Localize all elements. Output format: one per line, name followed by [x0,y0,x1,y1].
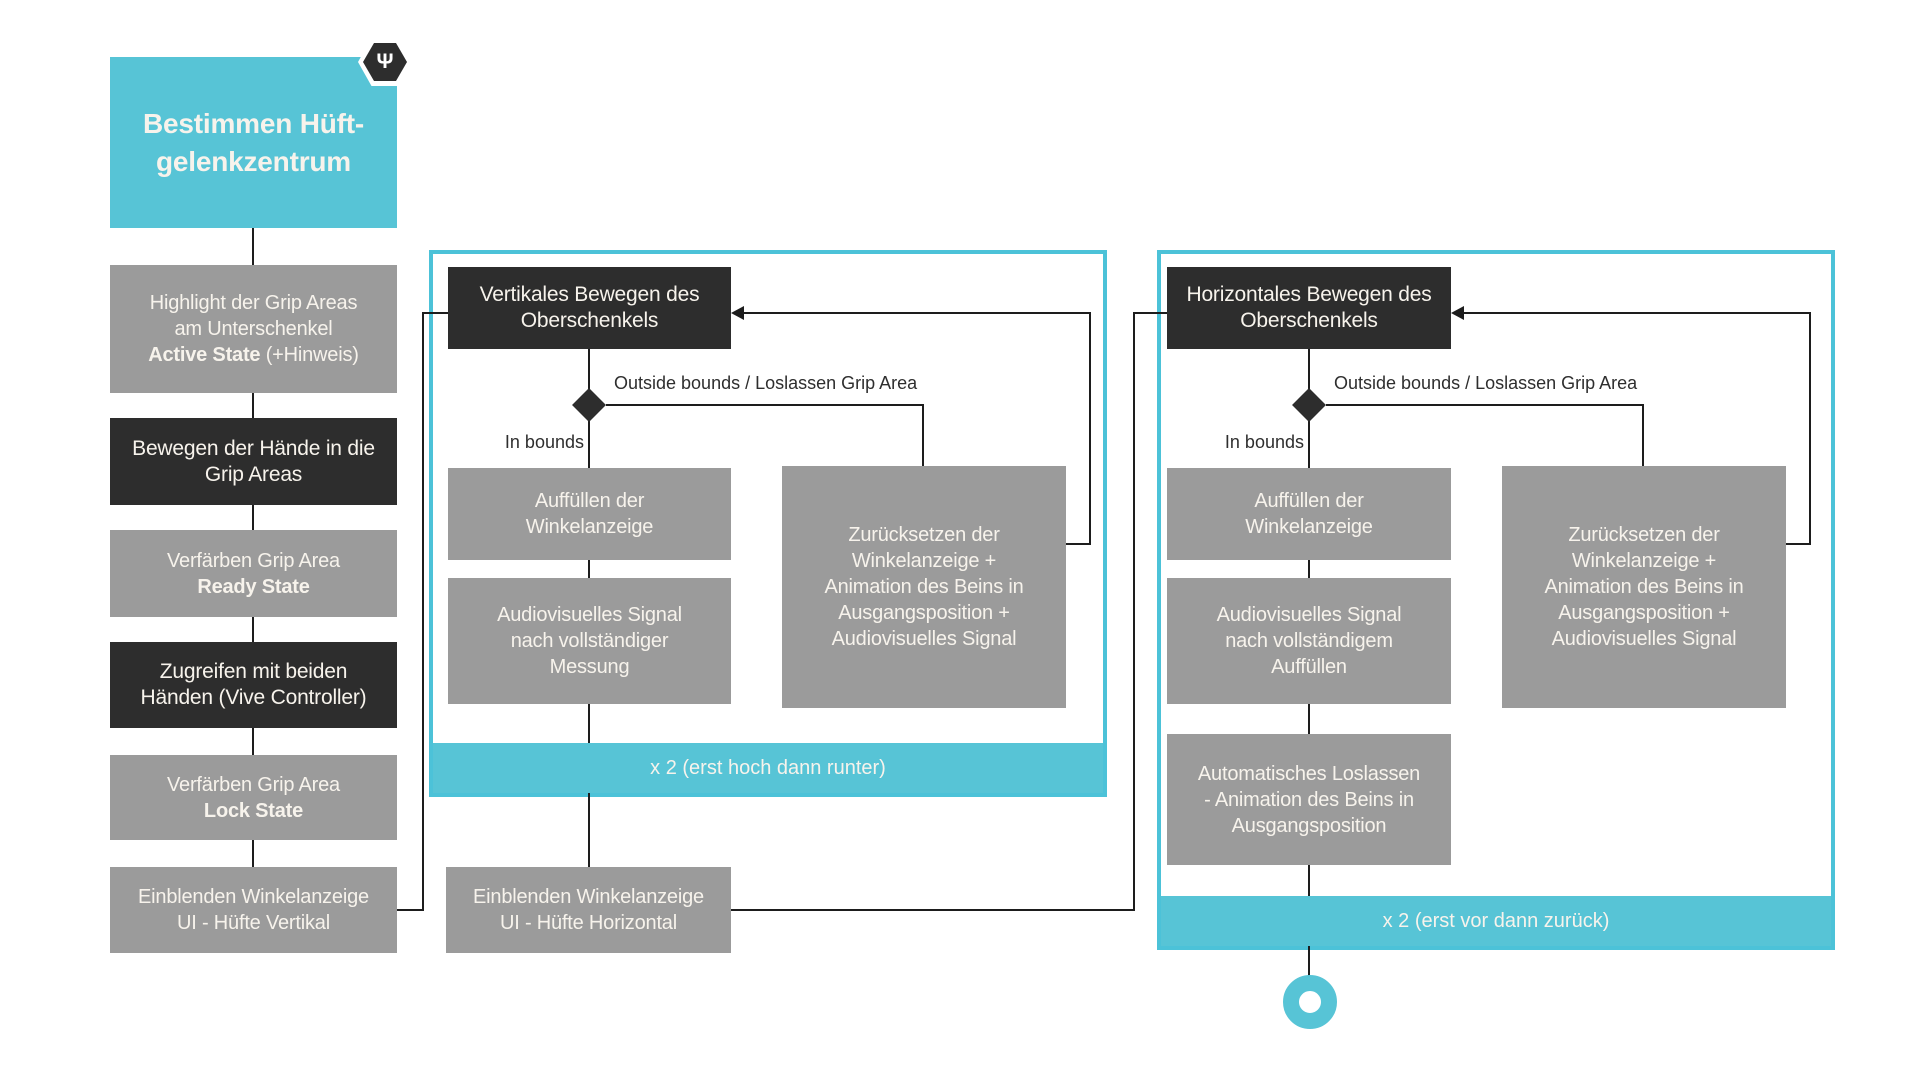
connector [1133,312,1167,314]
arrowhead-left-icon [1451,306,1464,320]
connector [1642,405,1644,466]
step-einblenden-horizontal: Einblenden Winkelanzeige UI - Hüfte Hori… [446,867,731,953]
outside-bounds-label: Outside bounds / Loslassen Grip Area [614,373,918,393]
horizontal-signal-box: Audiovisuelles Signal nach vollständigem… [1167,578,1451,704]
connector [1308,349,1310,389]
connector [397,909,424,911]
connector [422,312,424,911]
horizontal-loop-container [1157,250,1835,950]
step-highlight-grip-areas: Highlight der Grip Areas am Unterschenke… [110,265,397,393]
vertical-loop-repeat-bar: x 2 (erst hoch dann runter) [433,743,1103,793]
vertical-reset-box: Zurücksetzen der Winkelanzeige + Animati… [782,466,1066,708]
vertical-fill-box: Auffüllen der Winkelanzeige [448,468,731,560]
start-title: Bestimmen Hüft- gelenkzentrum [142,107,364,177]
horizontal-release-box: Automatisches Loslassen - Animation des … [1167,734,1451,865]
vertical-loop-container [429,250,1107,797]
horizontal-reset-box: Zurücksetzen der Winkelanzeige + Animati… [1502,466,1786,708]
step-verfaerben-ready: Verfärben Grip Area Ready State [110,530,397,617]
vertical-loop-title-box: Vertikales Bewegen des Oberschenkels [448,267,731,349]
connector [1308,560,1310,578]
connector [606,404,924,406]
connector [1308,946,1310,977]
connector [252,728,254,755]
connector [1786,543,1811,545]
connector [1133,312,1135,911]
connector [731,909,1135,911]
connector [588,349,590,389]
connector [588,421,590,468]
horizontal-fill-box: Auffüllen der Winkelanzeige [1167,468,1451,560]
connector [742,312,1091,314]
connector [1089,312,1091,545]
connector [1809,312,1811,545]
connector [252,228,254,265]
connector [1066,543,1091,545]
psi-glyph: Ψ [376,50,394,73]
connector [1308,865,1310,896]
connector [1308,704,1310,734]
in-bounds-label: In bounds [504,432,584,452]
connector [922,405,924,466]
outside-bounds-label: Outside bounds / Loslassen Grip Area [1334,373,1638,393]
arrowhead-left-icon [731,306,744,320]
connector [252,505,254,530]
vertical-signal-box: Audiovisuelles Signal nach vollständiger… [448,578,731,704]
connector [1308,421,1310,468]
connector [252,840,254,867]
connector [252,393,254,418]
horizontal-loop-repeat-bar: x 2 (erst vor dann zurück) [1161,896,1831,946]
step-verfaerben-lock: Verfärben Grip Area Lock State [110,755,397,840]
step-bewegen-haende: Bewegen der Hände in die Grip Areas [110,418,397,505]
step-zugreifen: Zugreifen mit beiden Händen (Vive Contro… [110,642,397,728]
in-bounds-label: In bounds [1224,432,1304,452]
connector [1326,404,1644,406]
connector [422,312,448,314]
step-einblenden-vertikal: Einblenden Winkelanzeige UI - Hüfte Vert… [110,867,397,953]
connector [588,560,590,578]
start-box: Bestimmen Hüft- gelenkzentrum [110,57,397,228]
psi-hexagon-icon: Ψ [363,43,407,81]
end-node-ring [1283,975,1337,1029]
connector [1462,312,1811,314]
horizontal-loop-title-box: Horizontales Bewegen des Oberschenkels [1167,267,1451,349]
connector [252,617,254,642]
